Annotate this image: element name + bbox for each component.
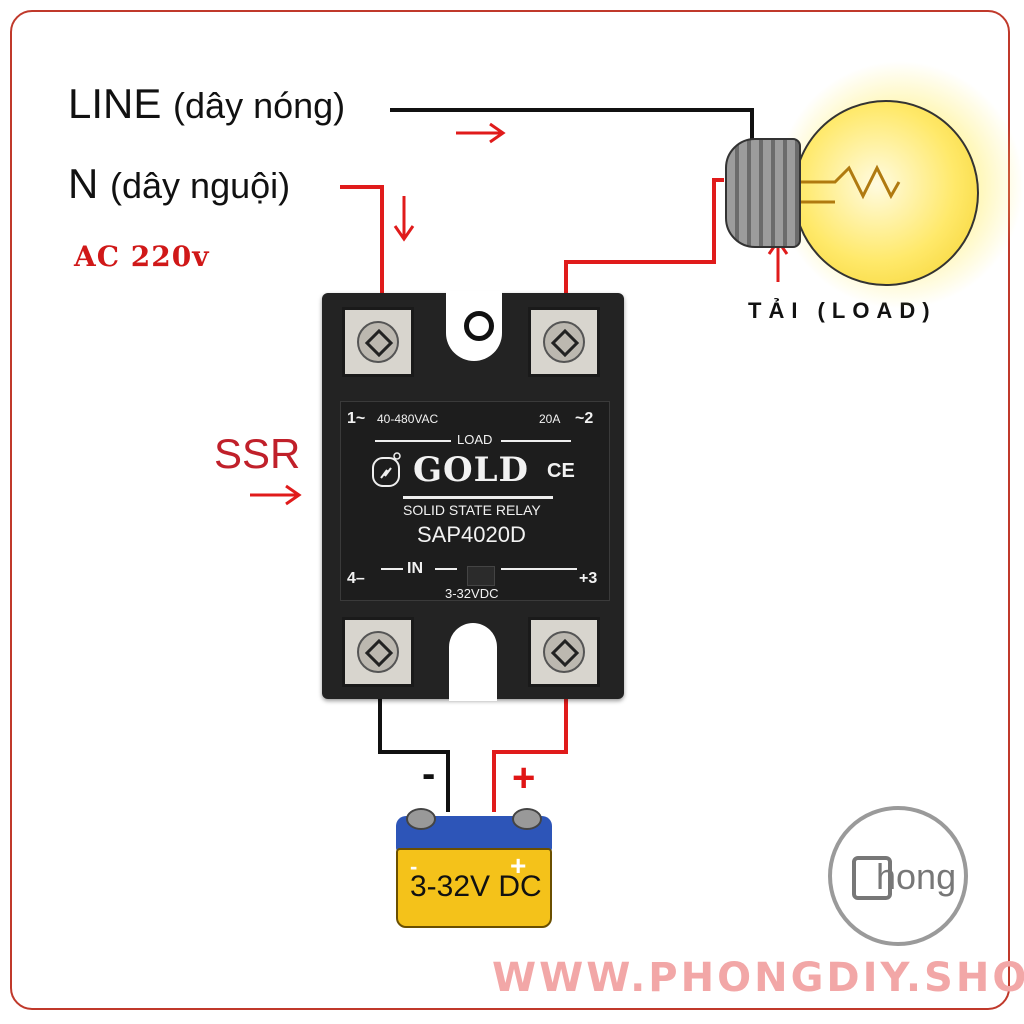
relay-label-plate: 1~ 40-480VAC 20A ~2 LOAD GOLD CE SOLID S… xyxy=(340,401,610,601)
website-watermark: WWW.PHONGDIY.SHOP xyxy=(492,955,1024,1001)
polarity-negative: - xyxy=(422,752,436,796)
load-wire xyxy=(564,178,724,296)
battery-negative-post xyxy=(406,808,436,830)
battery-positive-post xyxy=(512,808,542,830)
ssr-label: SSR xyxy=(214,430,301,477)
polarity-positive: + xyxy=(512,756,536,800)
brand-name: GOLD xyxy=(413,450,530,490)
neutral-label: N (dây nguội) xyxy=(68,160,290,208)
screw-icon xyxy=(357,321,399,363)
ac-range-label: 40-480VAC xyxy=(377,412,439,426)
logo-text: hong xyxy=(876,856,957,897)
arrow-right-ssr xyxy=(250,484,302,506)
terminal-4 xyxy=(342,617,414,687)
terminal-3 xyxy=(528,617,600,687)
ce-mark: CE xyxy=(547,460,575,482)
phong-logo: hong xyxy=(828,806,968,946)
terminal-3-label: +3 xyxy=(579,570,598,587)
camera-icon xyxy=(852,856,892,900)
arrow-right-line xyxy=(456,122,506,144)
ac-voltage-label: AC 220v xyxy=(74,240,210,273)
battery-voltage-label: 3-32V DC xyxy=(410,870,542,903)
input-label: IN xyxy=(407,560,423,577)
terminal-4-label: 4– xyxy=(347,570,365,587)
battery-negative-sign: - xyxy=(410,854,418,879)
bulb-filament xyxy=(801,164,901,204)
terminal-1-label: 1~ xyxy=(347,410,366,427)
diagram-frame xyxy=(10,10,1010,1010)
line-label: LINE (dây nóng) xyxy=(68,80,345,128)
line-label-sub: (dây nóng) xyxy=(173,85,346,126)
relay-mount-notch-bottom xyxy=(449,623,497,701)
terminal-2-label: ~2 xyxy=(575,410,594,427)
screw-icon xyxy=(543,631,585,673)
line-label-main: LINE xyxy=(68,80,162,127)
relay-description: SOLID STATE RELAY xyxy=(403,502,541,518)
dc-range-label: 3-32VDC xyxy=(445,586,499,601)
battery-positive-sign: + xyxy=(510,850,527,881)
neutral-label-main: N xyxy=(68,160,99,207)
neutral-label-sub: (dây nguội) xyxy=(110,165,291,206)
load-text: LOAD xyxy=(457,432,493,447)
neutral-wire xyxy=(340,185,384,296)
line-wire xyxy=(390,108,754,152)
current-label: 20A xyxy=(539,412,561,426)
battery-body xyxy=(396,848,552,928)
relay-model: SAP4020D xyxy=(417,522,526,547)
dc-negative-wire xyxy=(378,696,450,812)
screw-icon xyxy=(543,321,585,363)
arrow-down-neutral xyxy=(393,196,415,242)
light-bulb-icon xyxy=(715,60,1024,310)
solid-state-relay: 1~ 40-480VAC 20A ~2 LOAD GOLD CE SOLID S… xyxy=(322,291,624,701)
terminal-2 xyxy=(528,307,600,377)
indicator-led xyxy=(467,566,495,586)
relay-mount-notch-top xyxy=(446,291,502,361)
brand-logo-icon xyxy=(372,452,401,487)
dc-positive-wire xyxy=(492,696,568,812)
bulb-base xyxy=(725,138,801,248)
terminal-1 xyxy=(342,307,414,377)
battery-icon: - + 3-32V DC xyxy=(396,808,552,928)
screw-icon xyxy=(357,631,399,673)
